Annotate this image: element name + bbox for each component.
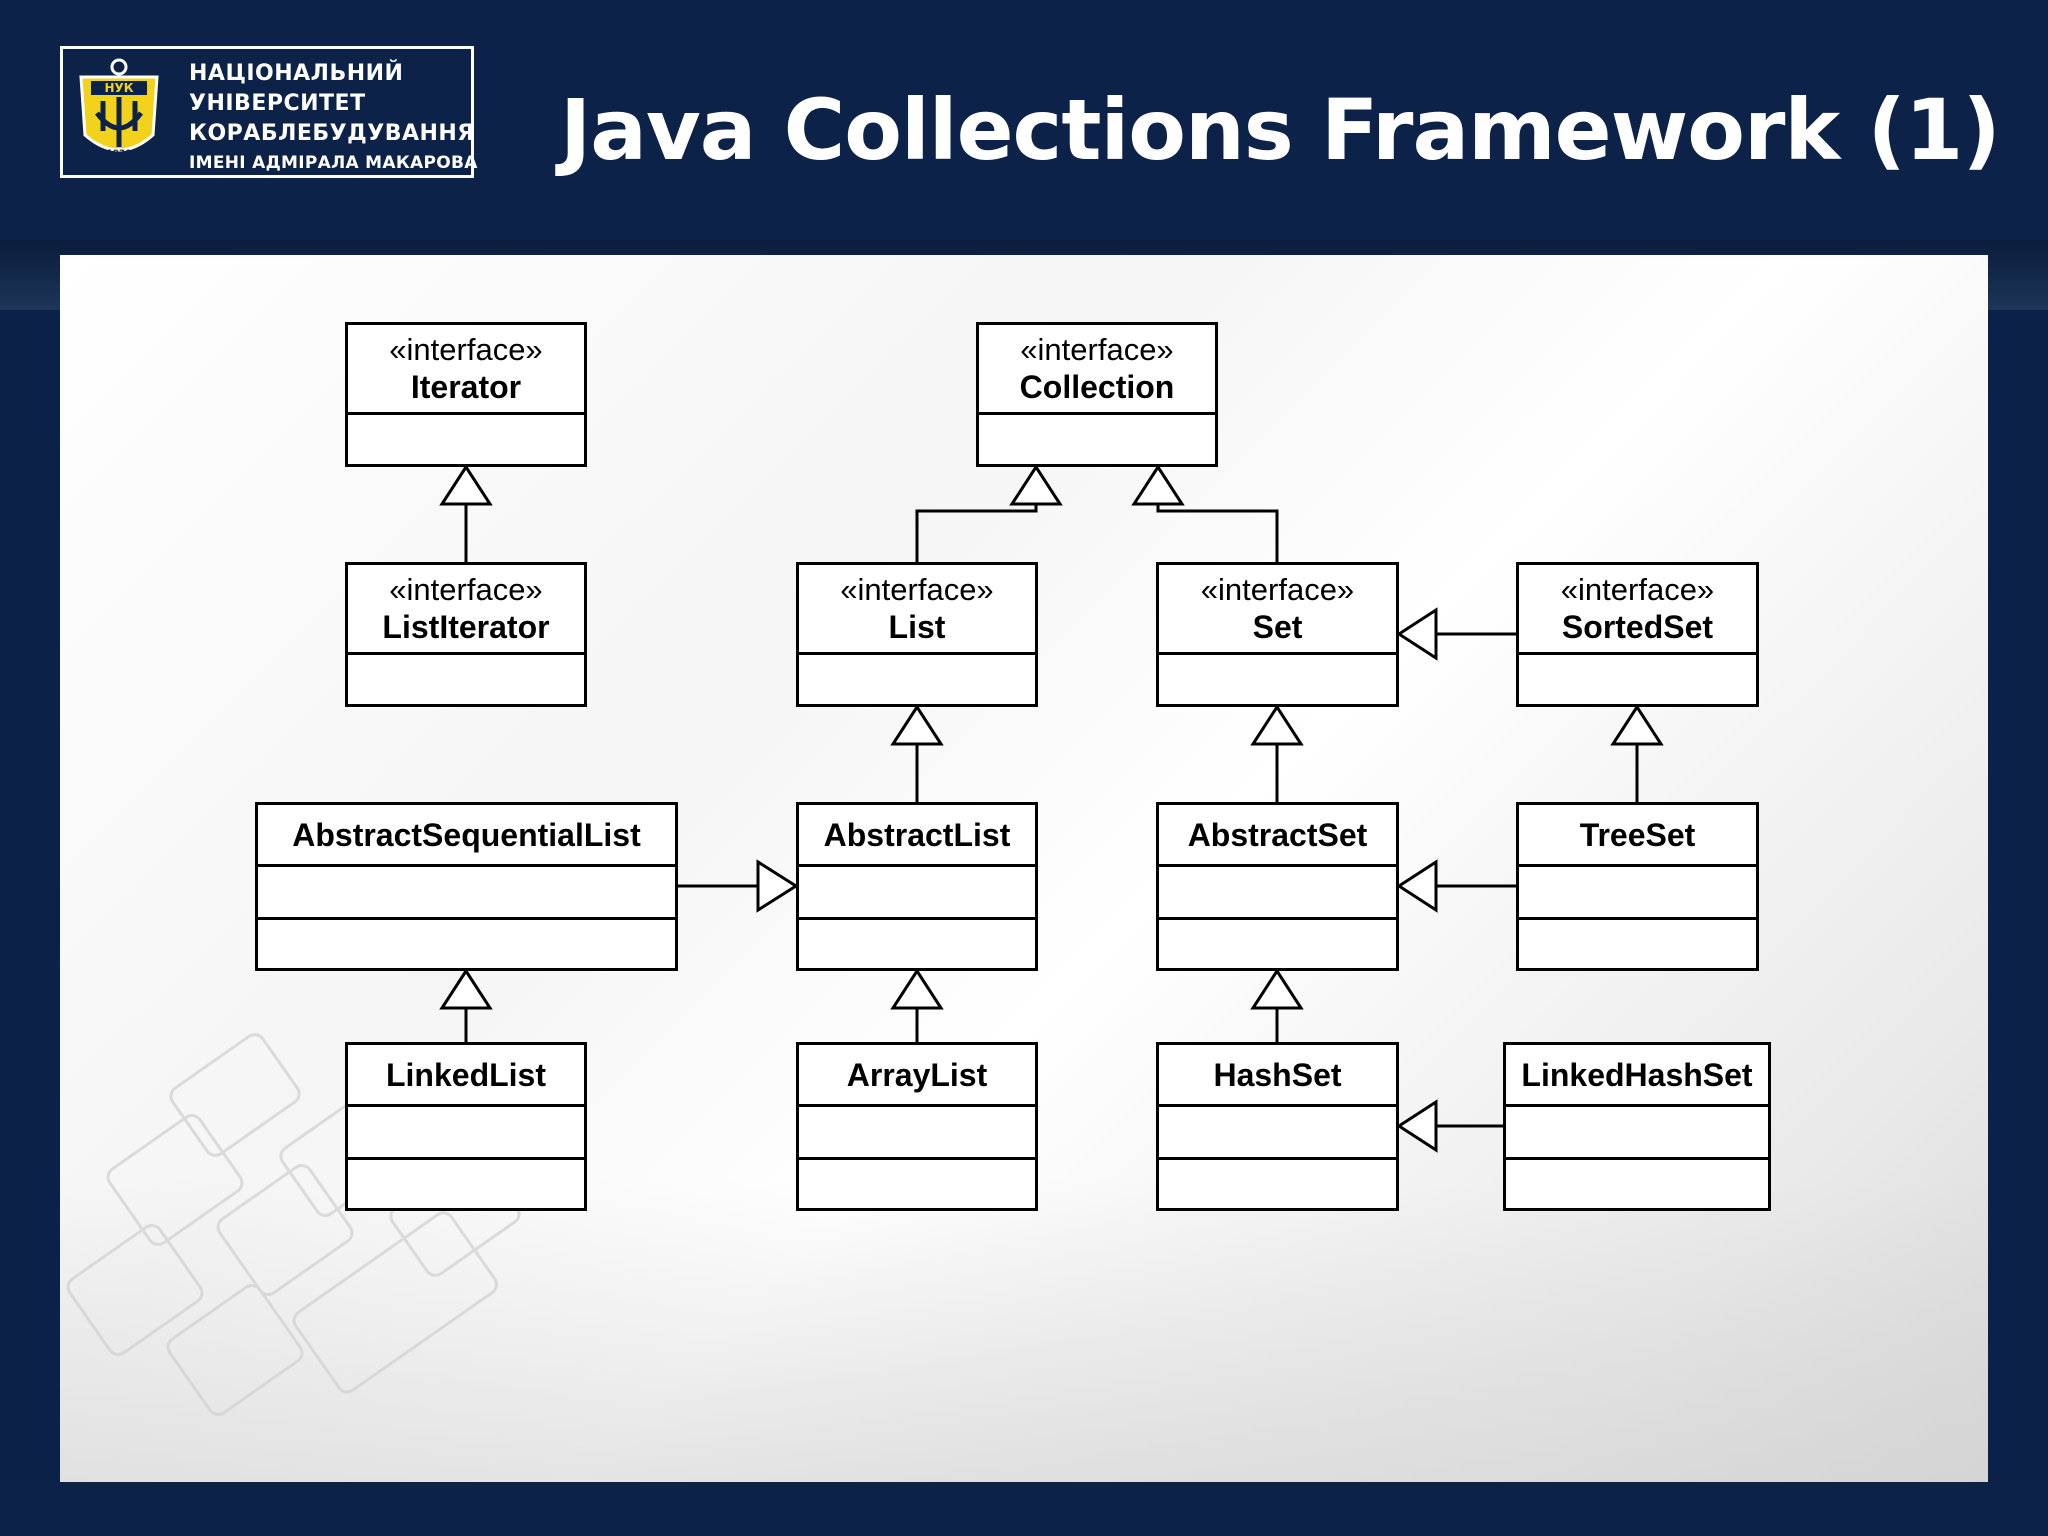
class-name: AbstractSequentialList — [292, 816, 641, 853]
class-body — [348, 415, 584, 464]
edge-list-collection — [915, 504, 1038, 563]
stereotype-label: «interface» — [389, 571, 543, 607]
generalization-arrowhead — [1131, 464, 1185, 506]
class-attributes — [1506, 1107, 1768, 1160]
stereotype-label: «interface» — [389, 331, 543, 367]
emblem-year: 1920 — [106, 149, 131, 159]
class-body — [348, 655, 584, 704]
class-name: Set — [1252, 608, 1303, 645]
logo-line-3: КОРАБЛЕБУДУВАННЯ — [189, 121, 475, 146]
class-header: LinkedList — [348, 1045, 584, 1107]
class-header: AbstractSequentialList — [258, 805, 675, 867]
class-body — [979, 415, 1215, 464]
logo-line-4: ІМЕНІ АДМІРАЛА МАКАРОВА — [189, 153, 478, 173]
stereotype-label: «interface» — [840, 571, 994, 607]
class-operations — [1506, 1160, 1768, 1208]
class-list: «interface» List — [796, 562, 1038, 707]
class-attributes — [1519, 867, 1756, 920]
generalization-arrowhead — [890, 704, 944, 746]
class-iterator: «interface» Iterator — [345, 322, 587, 467]
generalization-arrowhead — [1610, 704, 1664, 746]
class-sortedset: «interface» SortedSet — [1516, 562, 1759, 707]
class-name: SortedSet — [1561, 608, 1714, 645]
class-header: AbstractSet — [1159, 805, 1396, 867]
logo-line-1: НАЦІОНАЛЬНИЙ — [189, 61, 404, 86]
class-name: Iterator — [410, 368, 522, 405]
class-header: AbstractList — [799, 805, 1035, 867]
class-set: «interface» Set — [1156, 562, 1399, 707]
class-abstractsequentiallist: AbstractSequentialList — [255, 802, 678, 971]
generalization-arrowhead — [1250, 704, 1304, 746]
class-attributes — [799, 1107, 1035, 1160]
class-attributes — [799, 867, 1035, 920]
emblem-text: НУК — [104, 81, 133, 95]
class-header: «interface» Collection — [979, 325, 1215, 415]
class-attributes — [1159, 1107, 1396, 1160]
class-name: AbstractSet — [1187, 816, 1368, 853]
class-operations — [1519, 920, 1756, 968]
class-name: HashSet — [1213, 1056, 1342, 1093]
slide-footer — [0, 1482, 2048, 1536]
class-operations — [799, 1160, 1035, 1208]
generalization-arrowhead — [1396, 1099, 1438, 1153]
class-linkedlist: LinkedList — [345, 1042, 587, 1211]
stereotype-label: «interface» — [1560, 571, 1715, 607]
class-header: «interface» Set — [1159, 565, 1396, 655]
stereotype-label: «interface» — [1020, 331, 1174, 367]
generalization-arrowhead — [756, 859, 799, 913]
university-logo: НУК 1920 НАЦІОНАЛЬНИЙ УНІВЕРСИТЕТ КОРАБЛ… — [60, 46, 478, 178]
class-header: «interface» List — [799, 565, 1035, 655]
class-header: «interface» ListIterator — [348, 565, 584, 655]
class-body — [1159, 655, 1396, 704]
content-fade — [60, 1180, 1988, 1483]
stereotype-label: «interface» — [1200, 571, 1355, 607]
class-name: AbstractList — [823, 816, 1011, 853]
class-attributes — [1159, 867, 1396, 920]
class-name: TreeSet — [1579, 816, 1696, 853]
generalization-arrowhead — [1396, 607, 1438, 661]
class-name: LinkedList — [385, 1056, 546, 1093]
class-body — [799, 655, 1035, 704]
class-attributes — [258, 867, 675, 920]
generalization-arrowhead — [890, 968, 944, 1010]
class-abstractset: AbstractSet — [1156, 802, 1399, 971]
class-body — [1519, 655, 1756, 704]
class-header: TreeSet — [1519, 805, 1756, 867]
generalization-arrowhead — [1250, 968, 1304, 1010]
class-name: ArrayList — [846, 1056, 988, 1093]
class-header: ArrayList — [799, 1045, 1035, 1107]
class-collection: «interface» Collection — [976, 322, 1218, 467]
class-abstractlist: AbstractList — [796, 802, 1038, 971]
class-header: «interface» SortedSet — [1519, 565, 1756, 655]
class-name: ListIterator — [382, 608, 550, 645]
class-hashset: HashSet — [1156, 1042, 1399, 1211]
university-emblem-icon: НУК 1920 — [79, 58, 159, 159]
class-header: LinkedHashSet — [1506, 1045, 1768, 1107]
class-operations — [799, 920, 1035, 968]
class-header: HashSet — [1159, 1045, 1396, 1107]
class-treeset: TreeSet — [1516, 802, 1759, 971]
class-listiterator: «interface» ListIterator — [345, 562, 587, 707]
class-operations — [258, 920, 675, 968]
class-name: List — [888, 608, 946, 645]
generalization-arrowhead — [439, 464, 493, 506]
class-arraylist: ArrayList — [796, 1042, 1038, 1211]
class-name: LinkedHashSet — [1521, 1056, 1753, 1093]
slide-title: Java Collections Framework (1) — [560, 81, 2001, 179]
class-header: «interface» Iterator — [348, 325, 584, 415]
edge-set-collection — [1156, 504, 1279, 563]
class-attributes — [348, 1107, 584, 1160]
generalization-arrowhead — [1009, 464, 1063, 506]
class-operations — [348, 1160, 584, 1208]
logo-line-2: УНІВЕРСИТЕТ — [189, 91, 366, 116]
class-operations — [1159, 1160, 1396, 1208]
class-linkedhashset: LinkedHashSet — [1503, 1042, 1771, 1211]
university-name: НАЦІОНАЛЬНИЙ УНІВЕРСИТЕТ КОРАБЛЕБУДУВАНН… — [189, 59, 478, 177]
generalization-arrowhead — [1396, 859, 1438, 913]
generalization-arrowhead — [439, 968, 493, 1010]
class-name: Collection — [1019, 368, 1175, 405]
class-operations — [1159, 920, 1396, 968]
